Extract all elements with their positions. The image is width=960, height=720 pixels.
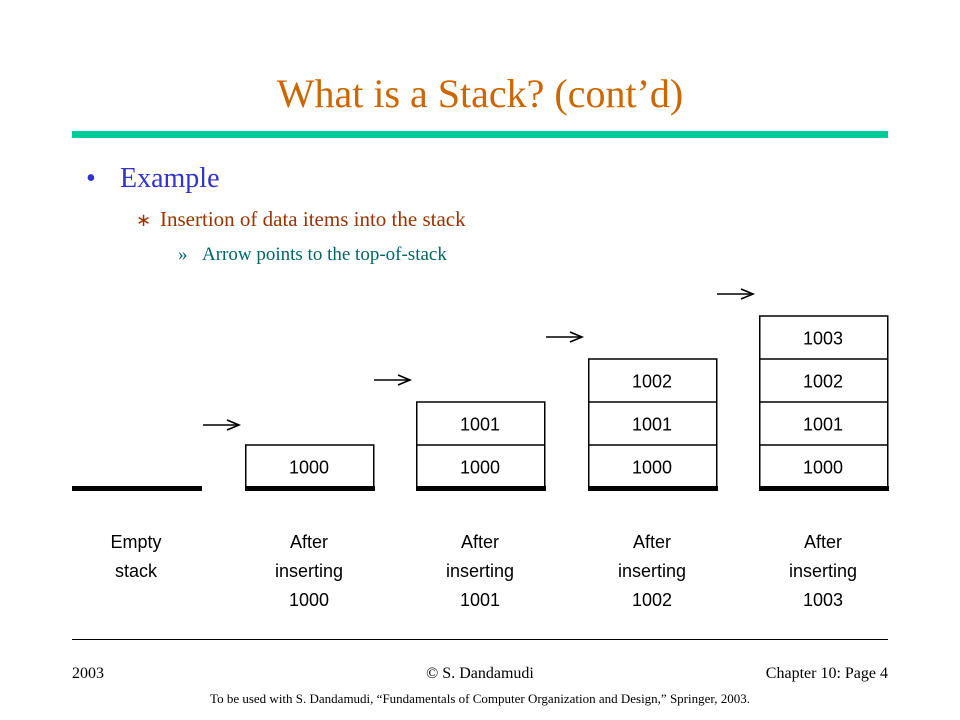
stack-caption-line: After [803,532,842,552]
stack-item-1003: 1003 [803,329,843,349]
bullet-level1-text: Example [120,163,220,194]
footer-rule [72,639,888,640]
stack-caption-line: After [289,532,328,552]
bullet-level2: ∗ Insertion of data items into the stack [136,206,466,233]
footer-year: 2003 [72,665,104,682]
stack-item-1001: 1001 [460,415,500,435]
stack-item-1002: 1002 [803,372,843,392]
stack-item-1000: 1000 [289,458,329,478]
stack-caption-line: 1001 [459,590,501,610]
footer-note: To be used with S. Dandamudi, “Fundament… [210,691,750,706]
stack-item-1001: 1001 [632,415,672,435]
bullet-asterisk-icon: ∗ [136,210,152,230]
stack-base [72,486,202,491]
arrow-head-icon [226,419,242,431]
stack-item-1001: 1001 [803,415,843,435]
bullet-chevron-icon: » [178,244,188,265]
footer-page: Chapter 10: Page 4 [765,665,888,682]
stack-caption-line: inserting [445,561,515,581]
stack-item-1000: 1000 [460,458,500,478]
stack-caption-line: After [632,532,671,552]
stack-caption-line: After [460,532,499,552]
stack-caption-line: stack [114,561,157,581]
stack-item-1002: 1002 [632,372,672,392]
stack-caption-line: 1003 [802,590,844,610]
stack-item-1000: 1000 [803,458,843,478]
stack-caption-line: 1002 [631,590,673,610]
bullet-level1: • Example [86,162,220,196]
stack-caption: After inserting 1000 [244,528,374,615]
bullet-level3-text: Arrow points to the top-of-stack [202,244,447,265]
stack-caption-line: inserting [617,561,687,581]
stack-box [245,444,375,489]
stack-item-1000: 1000 [632,458,672,478]
bullet-level2-text: Insertion of data items into the stack [160,207,466,231]
arrow-head-icon [397,374,413,386]
stack-caption: After inserting 1002 [587,528,717,615]
bullet-level3: » Arrow points to the top-of-stack [178,243,447,267]
stack-caption-line: 1000 [288,590,330,610]
slide-title: What is a Stack? (cont’d) [276,71,684,116]
stack-box [588,358,718,489]
arrow-head-icon [569,331,585,343]
stack-caption-line: inserting [788,561,858,581]
footer-author: © S. Dandamudi [426,665,534,682]
bullet-dot-icon: • [86,163,96,194]
title-rule [72,131,888,138]
stack-caption: After inserting 1003 [758,528,888,615]
stack-caption: Empty stack [71,528,201,586]
stack-caption: After inserting 1001 [415,528,545,615]
arrow-head-icon [740,288,756,300]
stack-caption-line: inserting [274,561,344,581]
stack-caption-line: Empty [110,532,162,552]
